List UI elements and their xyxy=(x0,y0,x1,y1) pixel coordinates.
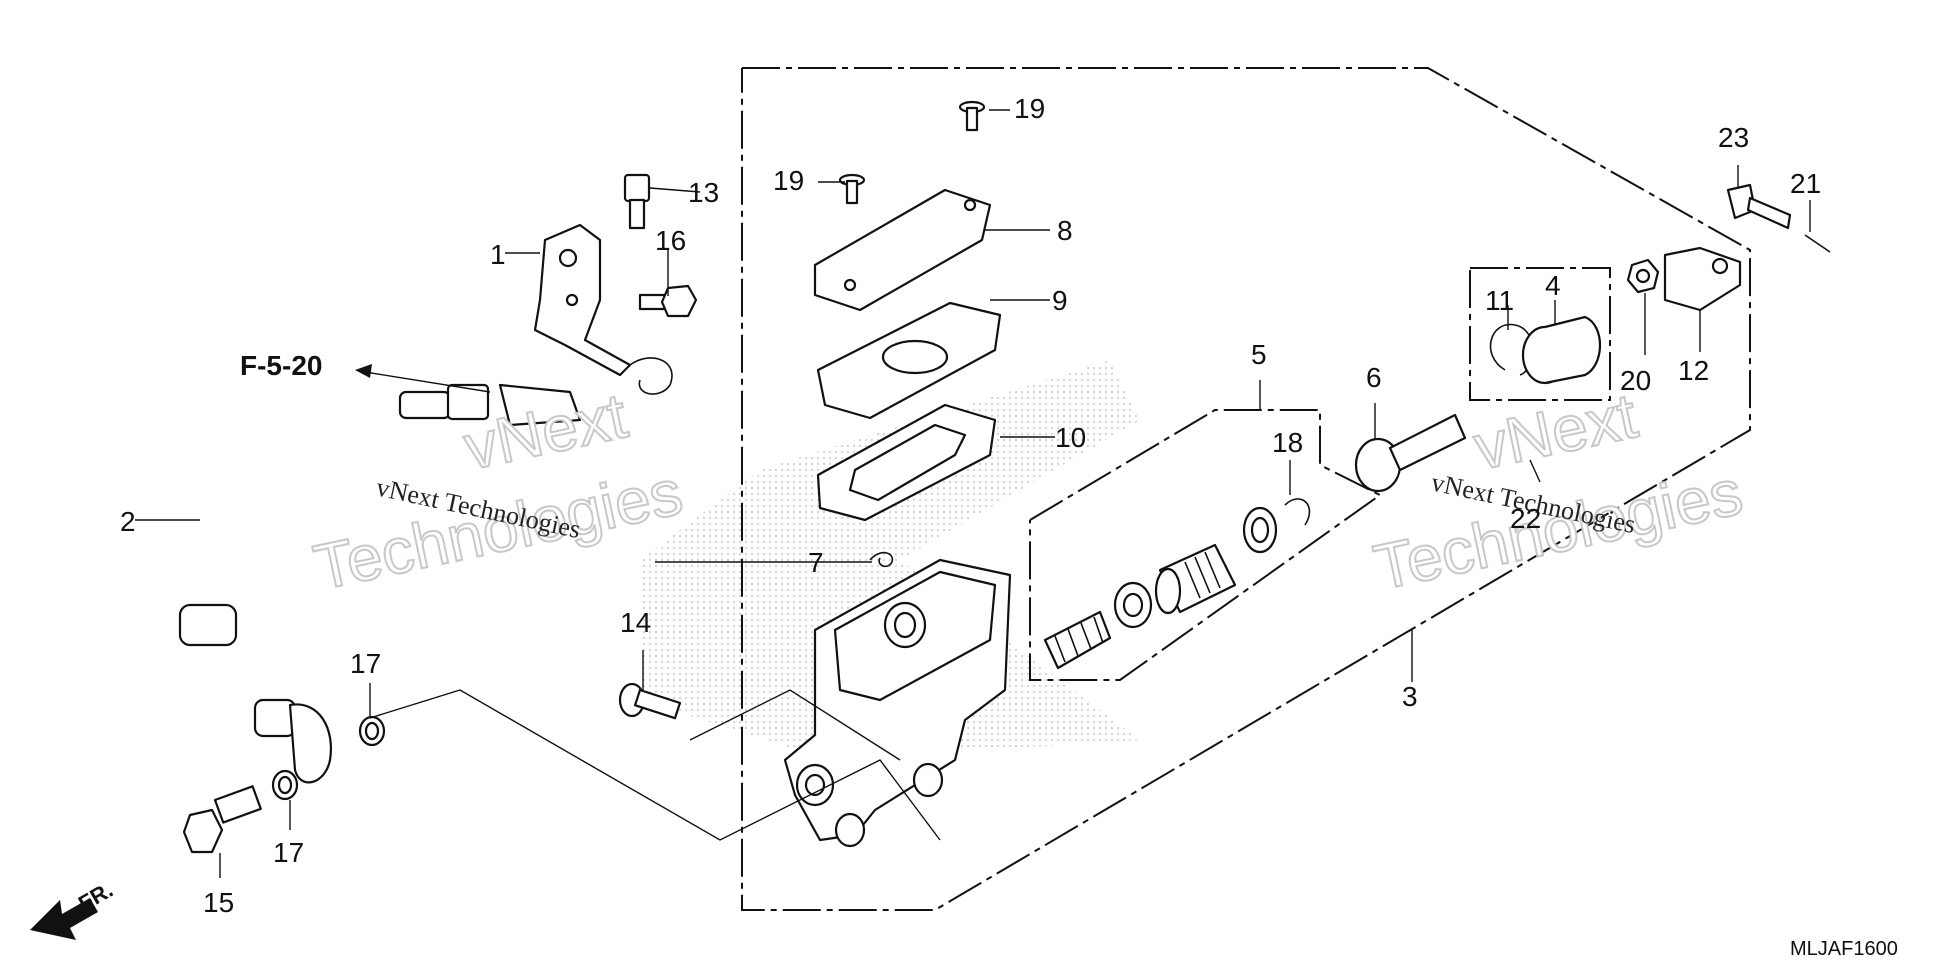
callout-12: 12 xyxy=(1678,355,1709,386)
callout-17b: 17 xyxy=(273,837,304,868)
callout-19b: 19 xyxy=(773,165,804,196)
front-direction-indicator: FR. xyxy=(30,877,117,940)
callout-3: 3 xyxy=(1402,681,1418,712)
spring-part xyxy=(1043,610,1112,670)
callout-labels: 1 2 3 4 5 6 7 8 9 10 11 12 13 14 15 16 1… xyxy=(120,93,1821,918)
piston-kit-boundary xyxy=(1029,409,1382,681)
callout-6: 6 xyxy=(1366,362,1382,393)
bolt-16-part xyxy=(638,284,698,318)
screw-19b-part xyxy=(838,173,866,205)
callout-5: 5 xyxy=(1251,339,1267,370)
callout-9: 9 xyxy=(1052,285,1068,316)
diagram-code: MLJAF1600 xyxy=(1790,938,1898,960)
assembly-boundary xyxy=(741,67,1751,911)
callout-17a: 17 xyxy=(350,648,381,679)
shading-area xyxy=(640,360,1140,760)
callout-13: 13 xyxy=(688,177,719,208)
bolt-13-part xyxy=(623,173,651,230)
screw-19a-part xyxy=(958,100,986,132)
seal-kit-boundary xyxy=(1469,267,1611,401)
callout-1: 1 xyxy=(490,239,506,270)
callout-23: 23 xyxy=(1718,122,1749,153)
piston-part xyxy=(1154,543,1237,615)
front-arrow-icon xyxy=(30,898,98,940)
bolt-15-part xyxy=(182,785,262,854)
callout-19a: 19 xyxy=(1014,93,1045,124)
callout-18: 18 xyxy=(1272,427,1303,458)
watermark-large-4: Technologies xyxy=(1368,456,1748,604)
leader-lines xyxy=(135,109,1811,878)
hose-part xyxy=(178,383,582,784)
callout-7: 7 xyxy=(808,547,824,578)
bracket-part xyxy=(533,223,673,395)
callout-15: 15 xyxy=(203,887,234,918)
callout-20: 20 xyxy=(1620,365,1651,396)
callout-8: 8 xyxy=(1057,215,1073,246)
watermark-large-3: vNext xyxy=(1468,379,1643,483)
callout-16: 16 xyxy=(655,225,686,256)
callout-11: 11 xyxy=(1485,285,1514,316)
diaphragm-part xyxy=(816,403,997,522)
callout-4: 4 xyxy=(1545,270,1561,301)
pin-23-part xyxy=(1726,183,1792,230)
nut-20-part xyxy=(1626,258,1660,294)
callout-21: 21 xyxy=(1790,168,1821,199)
circlip-18-part xyxy=(1284,498,1311,526)
bolt-14-part xyxy=(618,682,682,720)
clip-7-part xyxy=(869,551,894,568)
push-rod-part xyxy=(1354,413,1467,493)
washer-17b-part xyxy=(271,769,299,801)
seal-part xyxy=(1242,506,1278,554)
callout-22: 22 xyxy=(1510,503,1541,534)
cotter-pin-21-part xyxy=(1804,234,1831,253)
callout-10: 10 xyxy=(1055,422,1086,453)
cup-part xyxy=(1113,581,1153,629)
diaphragm-plate-part xyxy=(816,301,1002,420)
washer-17a-part xyxy=(358,715,386,747)
cap-part xyxy=(813,188,992,312)
callout-2: 2 xyxy=(120,506,136,537)
reference-label: F-5-20 xyxy=(240,350,322,381)
callout-14: 14 xyxy=(620,607,651,638)
boot-part xyxy=(1521,315,1602,385)
joint-12-part xyxy=(1663,246,1742,312)
master-cylinder-body xyxy=(783,558,1012,848)
